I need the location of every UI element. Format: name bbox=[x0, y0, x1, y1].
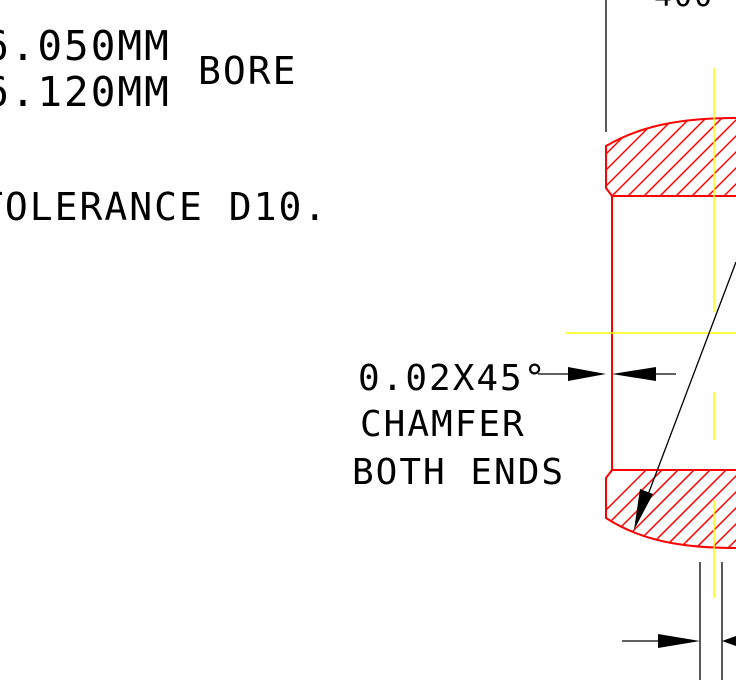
bore-leader-arrow bbox=[634, 489, 653, 530]
top-hatch-line bbox=[671, 118, 736, 196]
bottom-hatch-line bbox=[606, 470, 651, 548]
top-dimension-fragment-text: 400 bbox=[654, 0, 714, 14]
annotations: 6.050MM 6.120MM BORE TOLERANCE D10. 0.02… bbox=[0, 0, 714, 493]
bottom-hatch-line bbox=[703, 470, 736, 548]
bottom-hatch-line bbox=[671, 470, 736, 548]
top-section-hatch bbox=[605, 117, 736, 197]
bore-max-text: 6.050MM bbox=[0, 22, 171, 70]
top-hatch-line bbox=[607, 118, 699, 196]
chamfer-arrow-right-pointing bbox=[568, 367, 606, 381]
bottom-hatch-line bbox=[606, 470, 667, 548]
bottom-hatch-line bbox=[719, 470, 736, 548]
arrowheads bbox=[568, 367, 736, 648]
bore-label-text: BORE bbox=[198, 49, 298, 93]
top-hatch-line bbox=[623, 118, 715, 196]
top-hatch-line bbox=[687, 118, 736, 196]
tolerance-text: TOLERANCE D10. bbox=[0, 185, 328, 229]
dimension-lines bbox=[538, 0, 736, 680]
chamfer-dimension-text: 0.02X45° bbox=[358, 358, 547, 399]
bottom-dimension-arrow bbox=[658, 634, 700, 648]
bottom-section-hatch bbox=[605, 469, 736, 549]
bottom-hatch-line bbox=[655, 470, 736, 548]
bore-min-text: 6.120MM bbox=[0, 68, 171, 116]
chamfer-arrow-left-pointing bbox=[612, 367, 656, 381]
top-hatch-line bbox=[703, 118, 736, 196]
top-hatch-line bbox=[639, 118, 731, 196]
top-hatch-line bbox=[606, 118, 683, 196]
top-hatch-line bbox=[655, 118, 736, 196]
bottom-hatch-line bbox=[687, 470, 736, 548]
bore-diameter-leader bbox=[645, 261, 736, 501]
top-hatch-line bbox=[719, 118, 736, 196]
centerlines bbox=[565, 68, 736, 598]
chamfer-word-text: CHAMFER bbox=[360, 404, 526, 445]
bottom-dimension-arrow-edge bbox=[722, 636, 736, 646]
chamfer-both-ends-text: BOTH ENDS bbox=[352, 452, 565, 493]
